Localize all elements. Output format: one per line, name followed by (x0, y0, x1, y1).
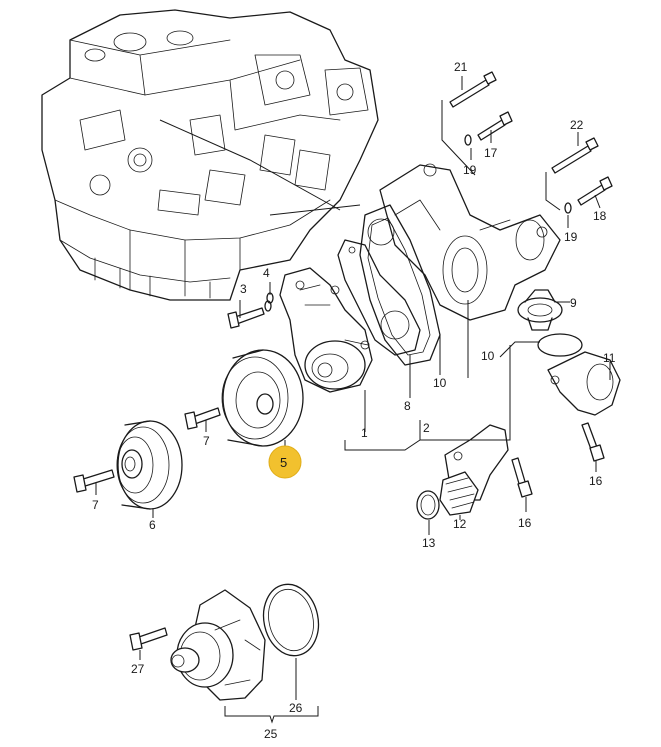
coolant-housing (379, 163, 561, 321)
callout-4[interactable]: 4 (263, 266, 270, 280)
callout-2[interactable]: 2 (423, 421, 430, 435)
bolt-7-left (73, 469, 115, 493)
engine-block (41, 9, 379, 301)
bolt-27 (129, 627, 168, 651)
callout-21[interactable]: 21 (454, 60, 468, 74)
callout-8[interactable]: 8 (404, 399, 411, 413)
callout-27[interactable]: 27 (131, 662, 145, 676)
callout-19-lower[interactable]: 19 (564, 230, 578, 244)
callout-5-highlight[interactable] (268, 445, 302, 479)
bolt-16-lower (511, 457, 533, 498)
callout-16-right[interactable]: 16 (589, 474, 603, 488)
callout-10-lower[interactable]: 10 (481, 349, 495, 363)
thermostat (517, 289, 563, 331)
callout-labels: 1 2 3 4 5 6 7 7 8 9 10 10 11 12 13 16 16… (92, 60, 616, 741)
washer-4 (264, 292, 274, 312)
stud-22 (551, 137, 599, 174)
o-ring-thermostat (537, 333, 583, 357)
callout-13[interactable]: 13 (422, 536, 436, 550)
pulley-5 (221, 349, 304, 447)
gasket-pump (337, 239, 421, 356)
leader-lines (95, 76, 611, 724)
callout-6[interactable]: 6 (149, 518, 156, 532)
callout-19-upper[interactable]: 19 (463, 163, 477, 177)
callout-3[interactable]: 3 (240, 282, 247, 296)
bolt-7-middle (184, 407, 221, 430)
gasket-26 (262, 583, 320, 657)
callout-26[interactable]: 26 (289, 701, 303, 715)
callout-18[interactable]: 18 (593, 209, 607, 223)
coolant-connector (547, 351, 621, 416)
bolt-16-right (581, 422, 605, 462)
callout-16-lower[interactable]: 16 (518, 516, 532, 530)
bolt-18 (577, 176, 613, 206)
water-pump-assembly (170, 589, 266, 701)
callout-9[interactable]: 9 (570, 296, 577, 310)
stud-21 (449, 71, 497, 108)
bolt-3 (227, 307, 265, 329)
callout-5[interactable]: 5 (280, 455, 287, 470)
washer-19-lower (564, 202, 572, 214)
washer-19-upper (464, 134, 472, 146)
callout-22[interactable]: 22 (570, 118, 584, 132)
callout-11[interactable]: 11 (603, 351, 616, 365)
callout-7-middle[interactable]: 7 (203, 434, 210, 448)
callout-7-left[interactable]: 7 (92, 498, 99, 512)
water-pump (279, 267, 373, 393)
gasket-housing-upper (359, 204, 441, 366)
callout-1[interactable]: 1 (361, 426, 368, 440)
bolt-17 (477, 111, 513, 141)
callout-12[interactable]: 12 (453, 517, 467, 531)
pulley-6 (116, 420, 183, 510)
callout-10-upper[interactable]: 10 (433, 376, 447, 390)
callout-25[interactable]: 25 (264, 727, 278, 741)
o-ring-13 (416, 490, 440, 520)
callout-17[interactable]: 17 (484, 146, 498, 160)
thermostat-cover (439, 424, 509, 516)
